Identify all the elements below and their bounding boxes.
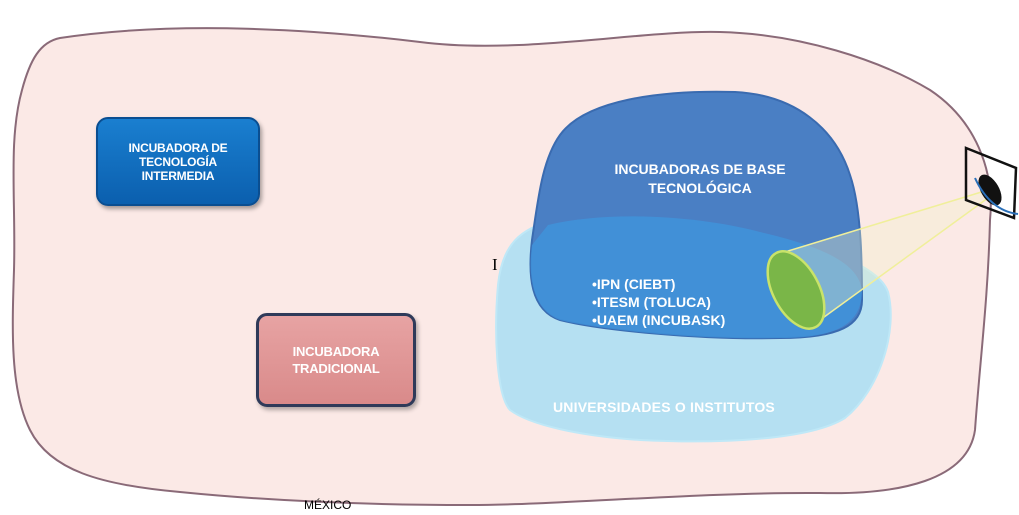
traditional-line-1: INCUBADORA xyxy=(292,344,380,359)
intermediate-line-1: INCUBADORA DE xyxy=(128,140,228,155)
traditional-incubator-box: INCUBADORA TRADICIONAL xyxy=(256,313,416,407)
beam-edge-top xyxy=(774,189,989,256)
institution-item: •IPN (CIEBT) xyxy=(592,276,676,292)
light-beam xyxy=(775,190,988,320)
intermediate-incubator-box: INCUBADORA DE TECNOLOGÍA INTERMEDIA xyxy=(96,117,260,206)
traditional-line-2: TRADICIONAL xyxy=(292,361,380,376)
institution-item: •ITESM (TOLUCA) xyxy=(592,294,711,310)
tech-base-line-2: TECNOLÓGICA xyxy=(648,180,752,196)
lens-icon xyxy=(766,250,826,330)
mexico-label: MÉXICO xyxy=(304,498,352,512)
tech-base-label: INCUBADORAS DE BASE TECNOLÓGICA xyxy=(566,160,834,198)
tech-base-line-1: INCUBADORAS DE BASE xyxy=(614,161,786,177)
universities-label: UNIVERSIDADES O INSTITUTOS xyxy=(553,399,775,415)
institution-item: •UAEM (INCUBASK) xyxy=(592,312,726,328)
camera-icon xyxy=(964,146,1019,220)
text-cursor-mark: I xyxy=(492,255,498,274)
beam-edge-bottom xyxy=(819,197,989,321)
institution-list: •IPN (CIEBT) •ITESM (TOLUCA) •UAEM (INCU… xyxy=(592,275,725,329)
intermediate-line-2: TECNOLOGÍA xyxy=(139,154,217,169)
intermediate-line-3: INTERMEDIA xyxy=(141,168,215,183)
